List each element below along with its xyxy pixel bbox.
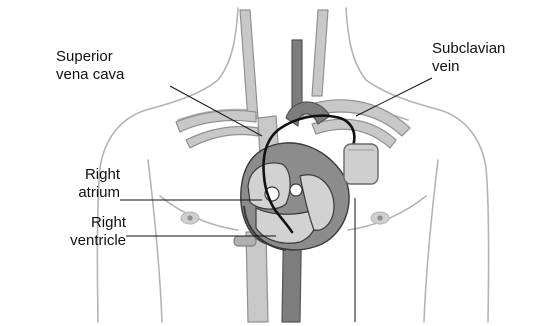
right-arm-crease <box>424 160 438 322</box>
hepatic-vein-stub <box>234 236 256 246</box>
right-chest-contour <box>348 196 426 230</box>
left-arm-crease <box>148 160 162 322</box>
label-right-atrium: Right atrium <box>60 166 120 202</box>
label-superior-vena-cava: Superior vena cava <box>56 48 124 84</box>
label-subclavian-vein: Subclavian vein <box>432 40 505 76</box>
left-subclavian-branch-2 <box>186 127 258 149</box>
left-jugular-vein <box>240 10 258 120</box>
right-jugular-vein <box>312 10 328 96</box>
pacemaker-generator-icon <box>344 144 378 184</box>
label-right-ventricle: Right ventricle <box>46 214 126 250</box>
pulmonary-valve <box>290 184 302 196</box>
leader-subclavian-vein <box>356 78 432 116</box>
left-chest-contour <box>160 196 238 230</box>
